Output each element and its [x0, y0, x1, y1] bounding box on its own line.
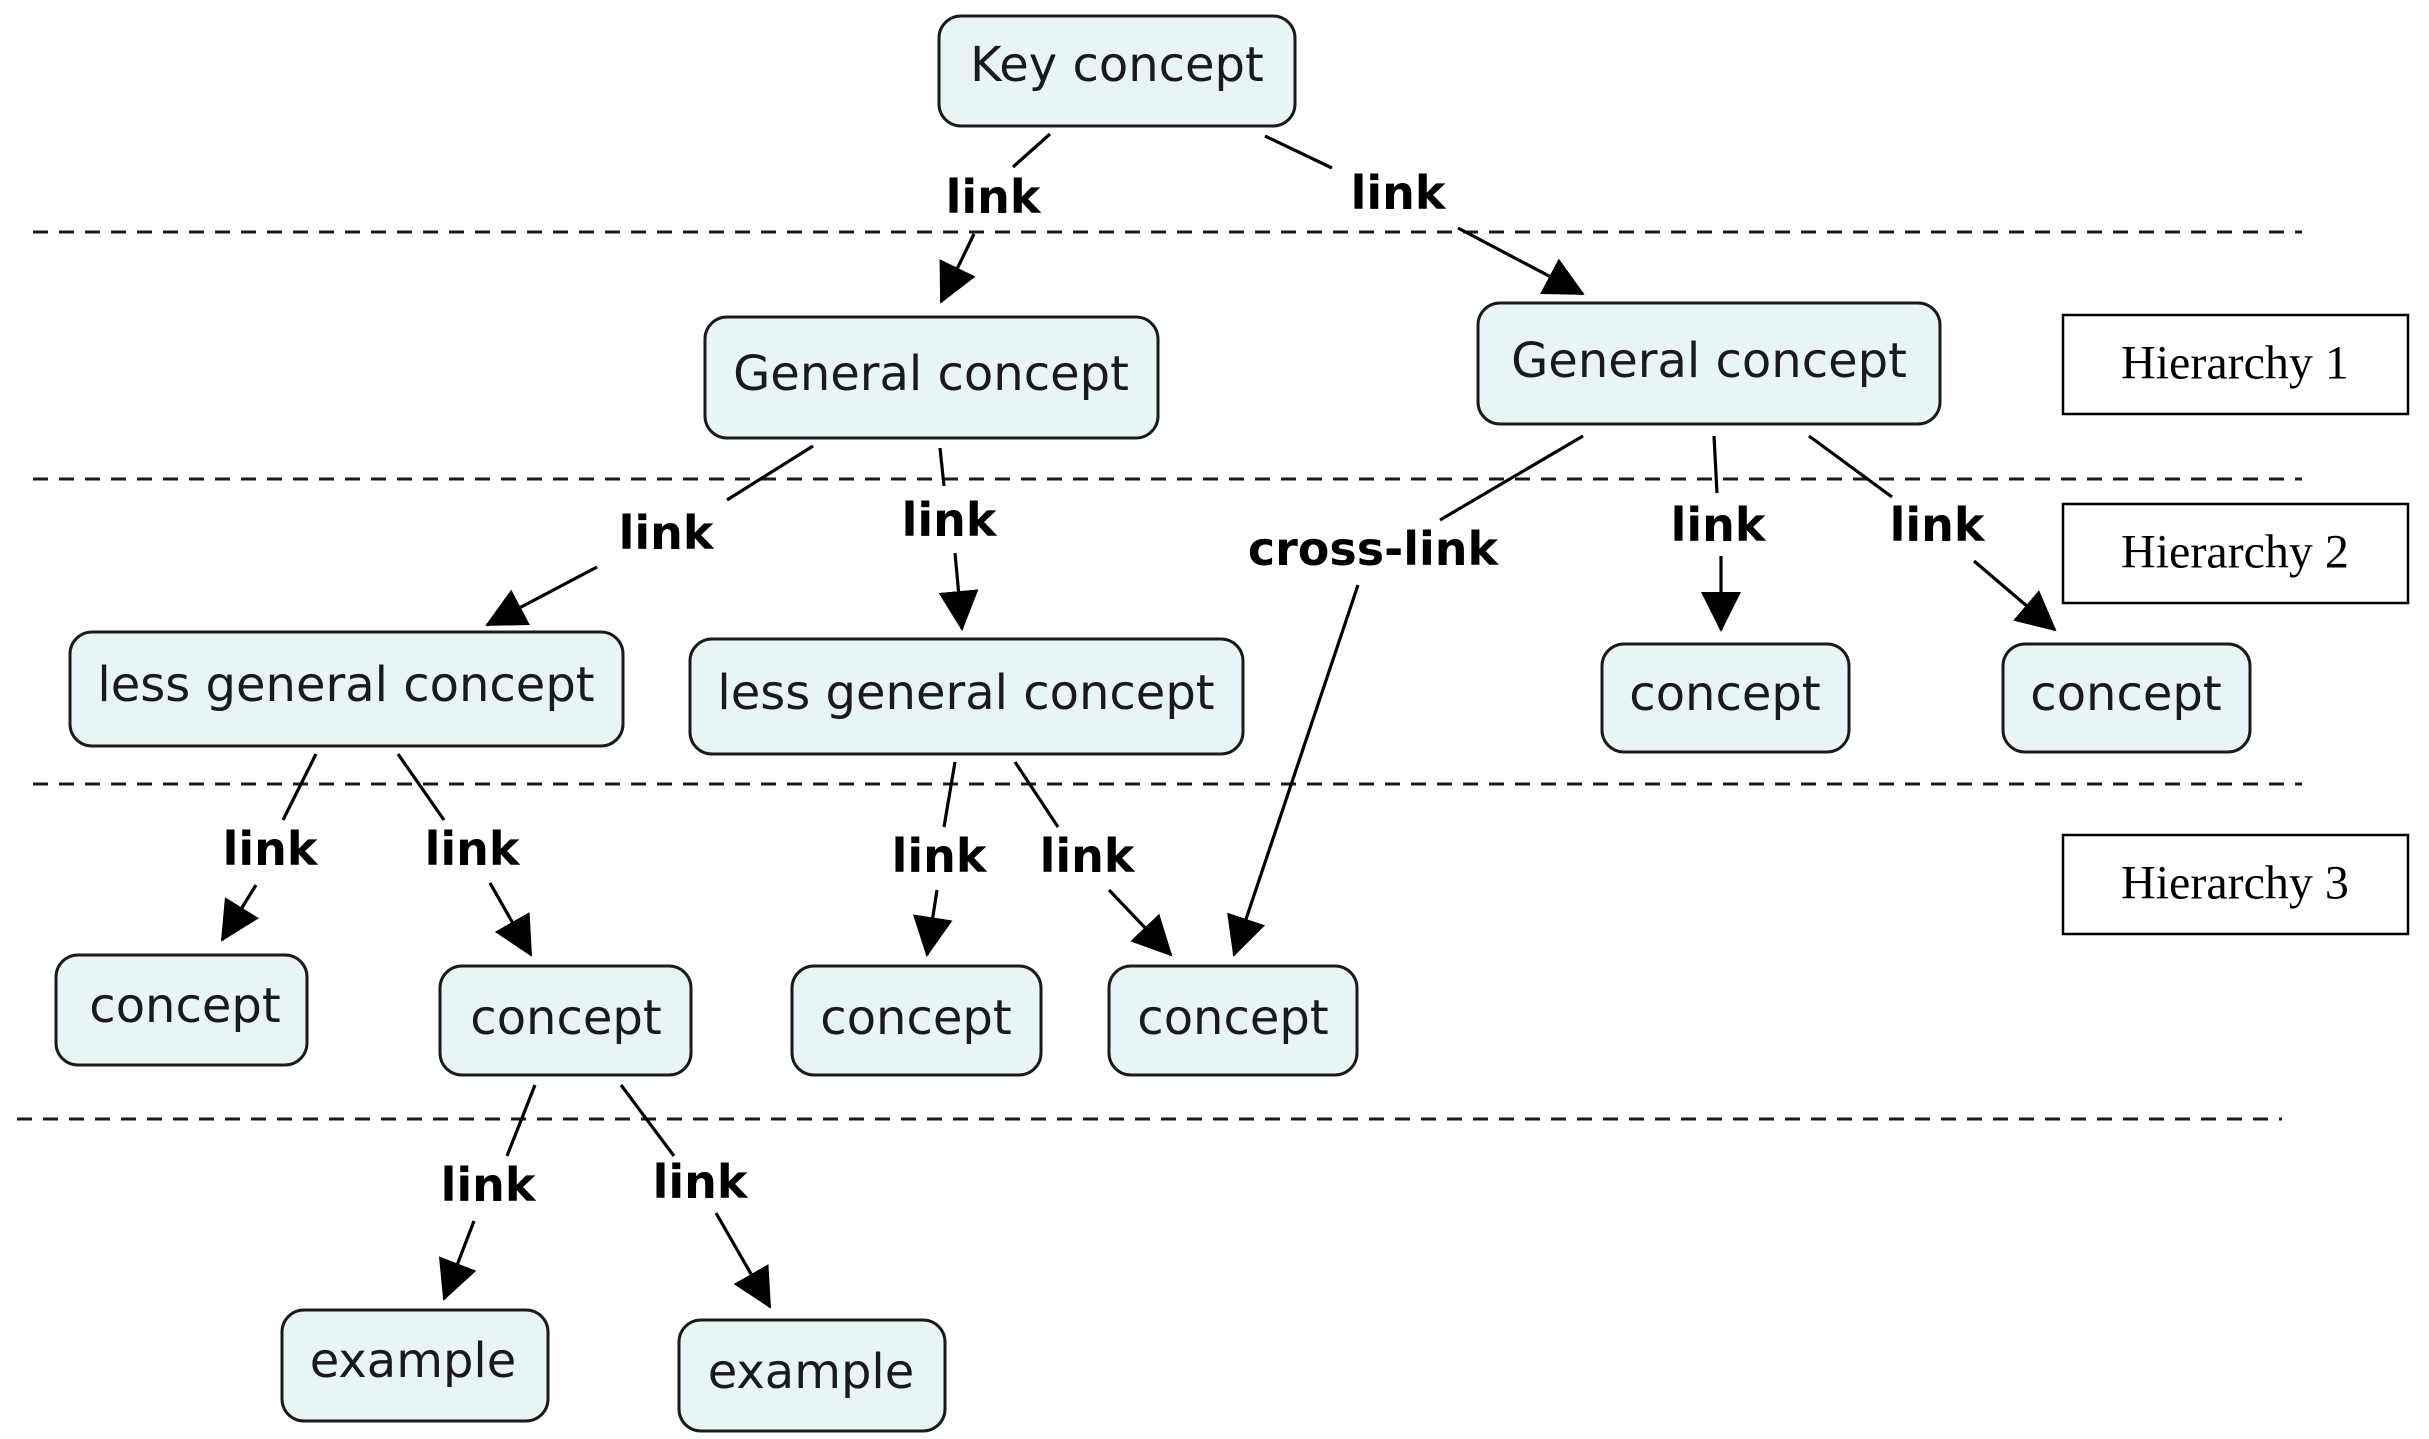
node-example-b: example	[677, 1318, 947, 1433]
node-label: General concept	[1511, 333, 1907, 389]
node-concept-h3-c: concept	[790, 964, 1043, 1077]
node-label: concept	[1629, 666, 1820, 722]
hierarchy-label-3: Hierarchy 3	[2061, 833, 2410, 936]
edge-label: link	[1671, 498, 1767, 552]
node-example-a: example	[280, 1308, 550, 1423]
hierarchy-label-text: Hierarchy 1	[2121, 337, 2349, 390]
node-less-general-concept-mid: less general concept	[688, 637, 1245, 756]
edge-less-mid-to-concept-d: link	[1013, 761, 1173, 957]
edge-label: link	[441, 1158, 537, 1212]
node-label: concept	[2030, 666, 2221, 722]
node-label: concept	[1137, 990, 1328, 1046]
edge-general-right-to-concept-b: link	[1808, 434, 2057, 632]
node-concept-h3-a: concept	[54, 953, 309, 1067]
edge-label: cross-link	[1248, 522, 1500, 576]
edge-less-left-to-concept-b: link	[396, 753, 533, 957]
hierarchy-label-1: Hierarchy 1	[2061, 313, 2410, 416]
node-general-concept-left: General concept	[703, 315, 1160, 440]
edge-label: link	[1351, 166, 1447, 220]
hierarchy-label-2: Hierarchy 2	[2061, 502, 2410, 605]
node-concept-h2-a: concept	[1600, 642, 1851, 754]
edge-label: link	[1040, 829, 1136, 883]
node-label: less general concept	[97, 657, 594, 713]
edge-less-mid-to-concept-c: link	[892, 761, 988, 957]
edge-label: link	[1890, 498, 1986, 552]
node-concept-h3-d: concept	[1107, 964, 1359, 1077]
node-label: example	[310, 1333, 517, 1389]
edge-less-left-to-concept-a: link	[220, 753, 319, 942]
edge-label: link	[619, 506, 715, 560]
edge-key-to-general-right: link	[1264, 134, 1585, 296]
edge-general-left-to-less-left: link	[485, 444, 814, 627]
edge-key-to-general-left: link	[939, 132, 1052, 304]
edge-concept-to-example-b: link	[619, 1084, 772, 1309]
hierarchy-label-text: Hierarchy 3	[2121, 857, 2349, 910]
node-less-general-concept-left: less general concept	[68, 630, 625, 748]
edge-label: link	[653, 1155, 749, 1209]
edge-label: link	[223, 822, 319, 876]
edge-label: link	[902, 493, 998, 547]
edge-cross-link: cross-link	[1227, 434, 1584, 957]
node-general-concept-right: General concept	[1476, 301, 1942, 426]
edge-label: link	[425, 822, 521, 876]
node-label: concept	[820, 990, 1011, 1046]
hierarchy-label-text: Hierarchy 2	[2121, 526, 2349, 579]
edge-label: link	[892, 829, 988, 883]
edge-general-left-to-less-mid: link	[902, 447, 998, 631]
edge-concept-to-example-a: link	[438, 1084, 537, 1301]
edge-general-right-to-concept-a: link	[1671, 435, 1767, 632]
node-key-concept: Key concept	[937, 14, 1297, 128]
node-label: General concept	[733, 346, 1129, 402]
node-concept-h3-b: concept	[438, 964, 693, 1077]
node-label: concept	[470, 990, 661, 1046]
node-label: Key concept	[970, 37, 1264, 93]
edge-label: link	[946, 170, 1042, 224]
node-label: less general concept	[717, 665, 1214, 721]
node-label: concept	[89, 978, 280, 1034]
node-label: example	[708, 1344, 915, 1400]
node-concept-h2-b: concept	[2001, 642, 2252, 754]
